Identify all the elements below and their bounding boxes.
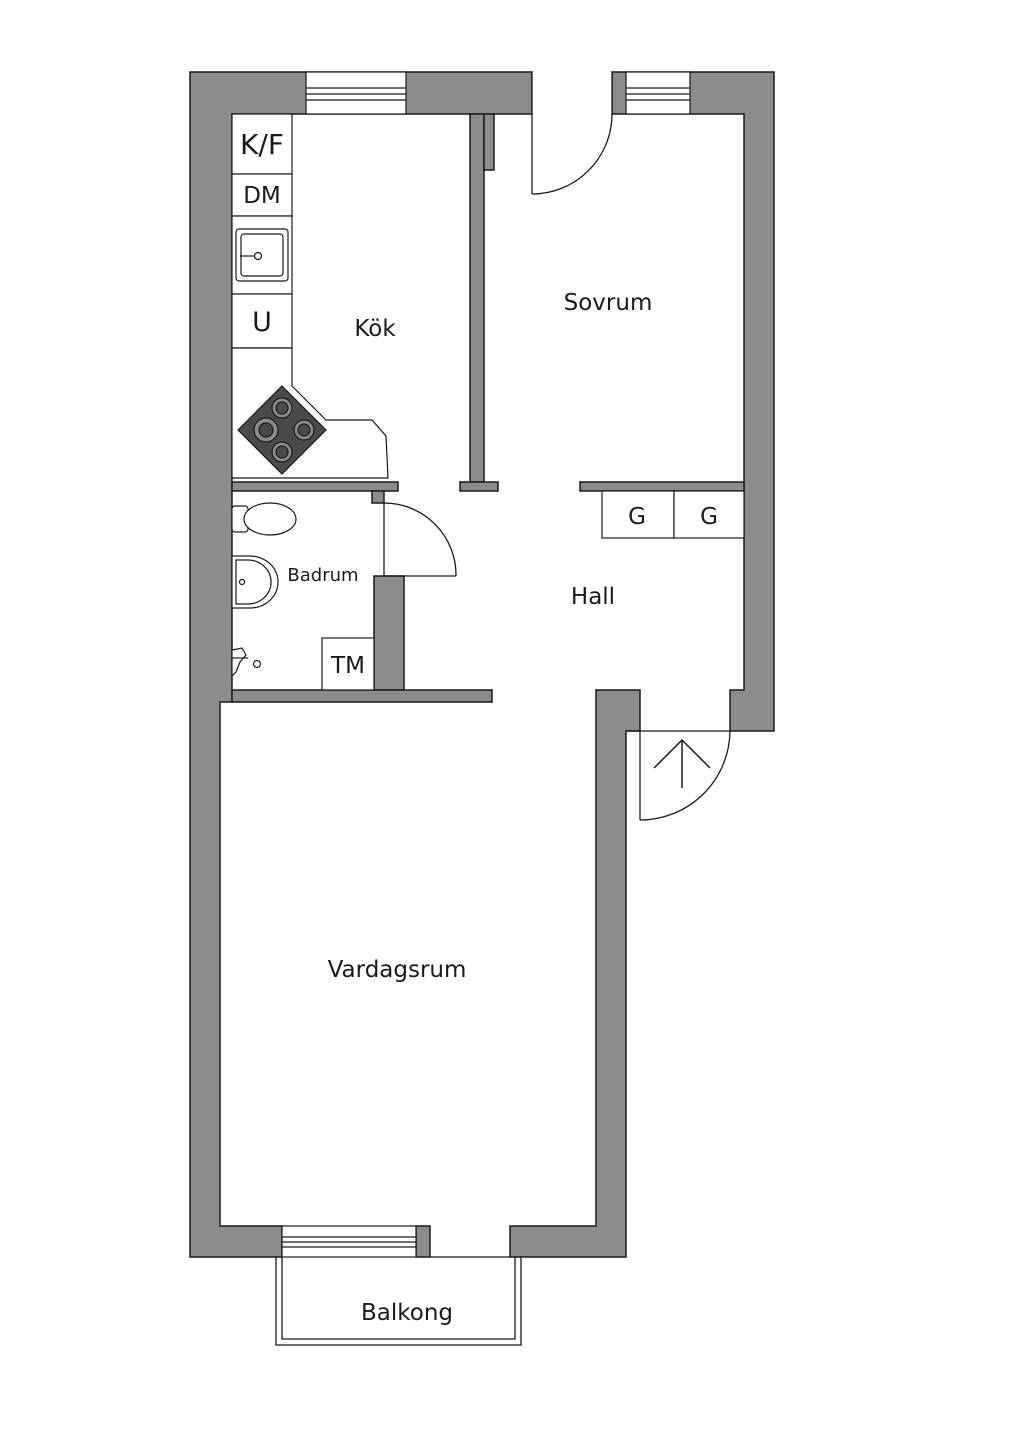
- hall-bedroom-wall-left: [459, 481, 499, 492]
- wardrobe-1-label: G: [628, 504, 646, 530]
- room-label-balcony: Balkong: [361, 1300, 453, 1326]
- kitchen-bedroom-wall: [469, 113, 485, 483]
- oven-label: U: [252, 307, 272, 338]
- bath-living-wall: [231, 689, 493, 703]
- dishwasher-cabinet: [231, 173, 293, 217]
- kitchen-bath-wall: [231, 481, 399, 492]
- bedroom-window: [625, 71, 691, 115]
- room-labels: Kök Sovrum Badrum Hall Vardagsrum Balkon…: [287, 290, 652, 1326]
- bath-hall-wall: [373, 575, 405, 691]
- room-label-kitchen: Kök: [354, 316, 396, 342]
- bedroom-door: [531, 72, 613, 195]
- balcony: [275, 1256, 522, 1346]
- bathroom-door: [383, 502, 457, 577]
- toilet-icon: [231, 502, 297, 536]
- sink-icon: [235, 228, 289, 282]
- room-label-bedroom: Sovrum: [564, 290, 653, 316]
- fridge-freezer-cabinet: [231, 113, 293, 175]
- shower-icon: [231, 647, 262, 678]
- doors: [383, 72, 731, 821]
- hall-bedroom-wall-right: [579, 481, 745, 492]
- room-label-hall: Hall: [571, 584, 615, 610]
- washer-cabinet: [321, 637, 375, 691]
- living-window: [281, 1225, 417, 1258]
- stove-icon: [237, 385, 327, 475]
- kitchen-fixtures: [231, 113, 389, 479]
- wardrobe-1: [601, 490, 675, 539]
- washer-label: TM: [330, 653, 365, 679]
- oven-cabinet: [231, 293, 293, 349]
- top-right-wall: [611, 71, 775, 732]
- wardrobe-2: [673, 490, 745, 539]
- bathroom-fixtures: [231, 502, 375, 691]
- room-label-bathroom: Badrum: [287, 565, 358, 586]
- entrance-door: [626, 730, 731, 821]
- bottom-wall-mid: [415, 1225, 431, 1258]
- living-right-wall: [509, 689, 641, 1258]
- wardrobe-2-label: G: [700, 504, 718, 530]
- entrance-arrow-icon: [653, 738, 711, 788]
- dishwasher-label: DM: [243, 183, 281, 209]
- windows: [281, 71, 691, 1258]
- fridge-freezer-label: K/F: [240, 128, 284, 161]
- washbasin-icon: [231, 555, 279, 609]
- wardrobes: [601, 490, 745, 539]
- walls: [189, 71, 775, 1258]
- kitchen-window: [305, 71, 407, 115]
- bath-door-stub: [371, 490, 385, 504]
- kitchen-wall-stub: [483, 113, 495, 171]
- fixture-labels: K/F DM U TM G G: [240, 128, 718, 679]
- room-label-living: Vardagsrum: [328, 957, 467, 983]
